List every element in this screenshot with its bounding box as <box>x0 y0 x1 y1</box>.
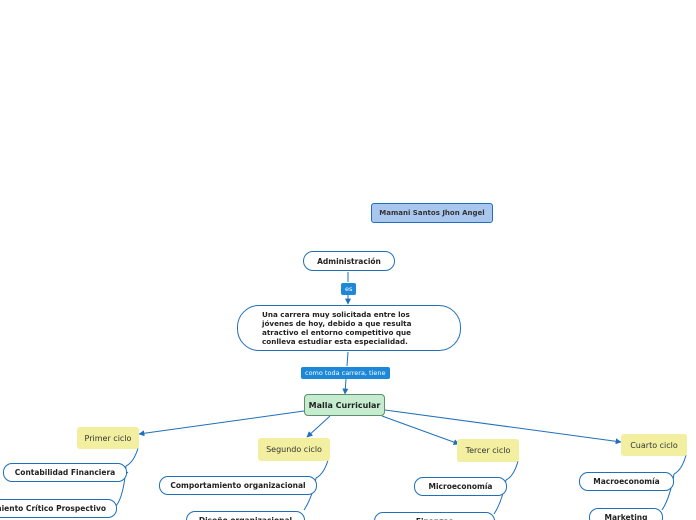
author-node[interactable]: Mamani Santos Jhon Angel <box>371 203 493 223</box>
cycle-node-segundo[interactable]: Segundo ciclo <box>258 438 330 461</box>
cycle-node-primer[interactable]: Primer ciclo <box>77 427 139 449</box>
course-node-primer-2[interactable]: Pensamiento Crítico Prospectivo <box>0 499 117 518</box>
course-node-cuarto-2[interactable]: Marketing <box>589 508 663 520</box>
root-node[interactable]: Administración <box>303 251 395 271</box>
cycle-node-tercer[interactable]: Tercer ciclo <box>457 439 519 462</box>
cycle-node-cuarto[interactable]: Cuarto ciclo <box>621 434 687 456</box>
course-node-tercer-2[interactable]: Finanzas <box>374 512 495 520</box>
course-node-cuarto-1[interactable]: Macroeconomía <box>579 472 674 491</box>
connector-central-to-primer <box>138 410 305 437</box>
link-label-es: es <box>341 283 357 295</box>
link-label-como-toda-carrera: como toda carrera, tiene <box>301 367 390 379</box>
course-node-segundo-2[interactable]: Diseño organizacional <box>186 511 305 520</box>
description-node[interactable]: Una carrera muy solicitada entre los jóv… <box>237 305 461 351</box>
connector-tag-to-central <box>342 378 349 395</box>
course-node-primer-1[interactable]: Contabilidad Financiera <box>3 463 127 482</box>
central-node[interactable]: Malla Curricular <box>304 394 385 416</box>
connector-central-to-cuarto <box>384 409 622 445</box>
connector-central-to-segundo <box>306 415 331 438</box>
course-node-tercer-1[interactable]: Microeconomía <box>414 477 507 496</box>
course-node-segundo-1[interactable]: Comportamiento organizacional <box>159 476 317 495</box>
connector-desc-to-tag <box>346 351 349 367</box>
connector-central-to-tercer <box>381 415 460 445</box>
